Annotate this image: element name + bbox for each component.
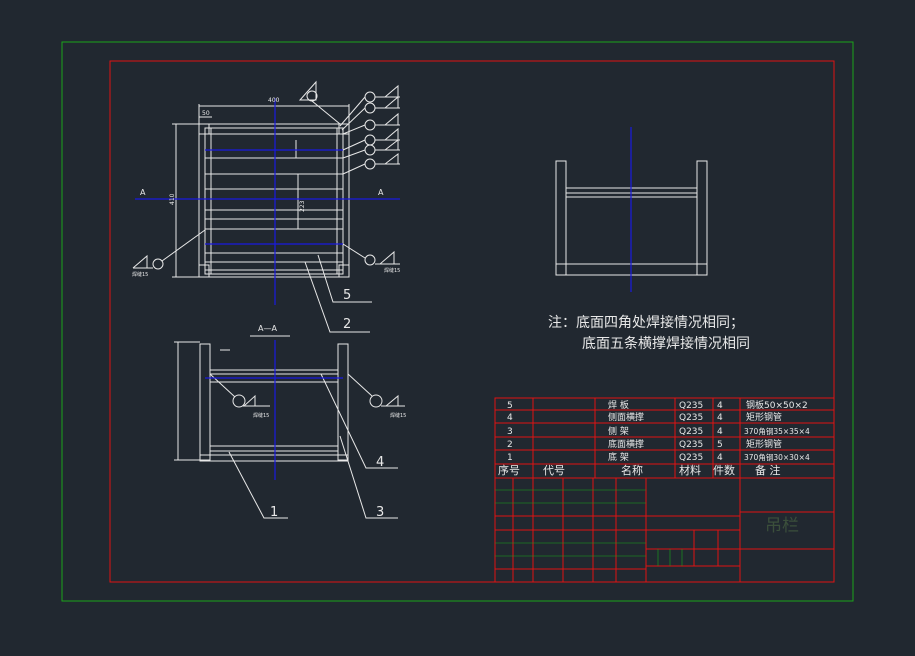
bom-row-4-material: Q235 [679, 413, 703, 423]
bom-row-4-no: 4 [507, 413, 513, 423]
title-block-green [495, 489, 683, 566]
height-dimension: 410 [169, 193, 176, 205]
bom-row-1-note: 370角钢30×30×4 [744, 452, 810, 462]
bom-row-1-name: 底 架 [608, 451, 629, 463]
bom-row-1-material: Q235 [679, 453, 703, 463]
bom-row-5-material: Q235 [679, 401, 703, 411]
callout-5: 5 [343, 288, 351, 303]
sub-dimension: 50 [202, 110, 210, 117]
bom-row-1-qty: 4 [717, 453, 723, 463]
bom-row-2-name: 底面横撑 [608, 438, 644, 450]
bom-row-4-name: 侧面横撑 [608, 411, 644, 423]
section-label: A—A [258, 324, 277, 333]
bom-row-5-qty: 4 [717, 401, 723, 411]
bom-row-2-material: Q235 [679, 440, 703, 450]
header-no: 序号 [498, 463, 520, 477]
callout-3: 3 [376, 505, 384, 520]
bom-row-3-material: Q235 [679, 427, 703, 437]
bom-row-5-note: 钢板50×50×2 [746, 399, 808, 411]
section-marker-left: A [140, 188, 146, 197]
front-view-blue [135, 98, 400, 305]
inner-frame [109, 60, 835, 583]
weld-note-right: 焊缝15 [384, 267, 400, 274]
section-weld-note-left: 焊缝15 [253, 412, 269, 419]
section-view-blue [205, 340, 343, 480]
bom-row-3-name: 侧 架 [608, 425, 629, 437]
callout-leaders-top [304, 254, 372, 333]
gap-dimension: 223 [299, 200, 306, 212]
header-material: 材料 [679, 463, 701, 477]
section-weld-note-right: 焊缝15 [390, 412, 406, 419]
bom-rows: 5 焊 板 Q235 4 钢板50×50×2 4 侧面横撑 Q235 4 矩形钢… [507, 399, 810, 463]
width-dimension: 400 [268, 97, 280, 104]
header-note: 备 注 [755, 463, 781, 477]
bom-row-3-qty: 4 [717, 427, 723, 437]
bom-row-5-name: 焊 板 [608, 399, 629, 411]
title-block-lines [494, 477, 835, 583]
callout-2: 2 [343, 317, 351, 332]
bom-row-3-no: 3 [507, 427, 513, 437]
outer-frame [61, 41, 854, 602]
bom-row-4-qty: 4 [717, 413, 723, 423]
section-view [174, 335, 405, 519]
bom-row-5-no: 5 [507, 401, 513, 411]
note-line-1: 注：底面四角处焊接情况相同； [548, 314, 744, 331]
section-marker-right: A [378, 188, 384, 197]
header-code: 代号 [543, 464, 565, 477]
header-name: 名称 [621, 463, 643, 477]
bom-row-2-note: 矩形钢管 [746, 438, 782, 450]
weld-note-left: 焊缝15 [132, 271, 148, 278]
weld-symbols [132, 80, 400, 270]
bom-row-2-no: 2 [507, 440, 513, 450]
bom-row-2-qty: 5 [717, 440, 723, 450]
drawing-name: 吊栏 [765, 516, 799, 536]
bom-header: 序号 代号 名称 材料 件数 备 注 [498, 463, 781, 477]
note-line-2: 底面五条横撑焊接情况相同 [582, 335, 750, 352]
callout-1: 1 [270, 505, 278, 520]
callout-4: 4 [376, 455, 384, 470]
front-view-dims: 400 50 410 223 A A [140, 97, 384, 212]
front-view [172, 104, 350, 278]
header-qty: 件数 [713, 464, 735, 477]
bom-row-4-note: 矩形钢管 [746, 411, 782, 423]
bom-row-3-note: 370角钢35×35×4 [744, 426, 810, 436]
bom-row-1-no: 1 [507, 453, 513, 463]
